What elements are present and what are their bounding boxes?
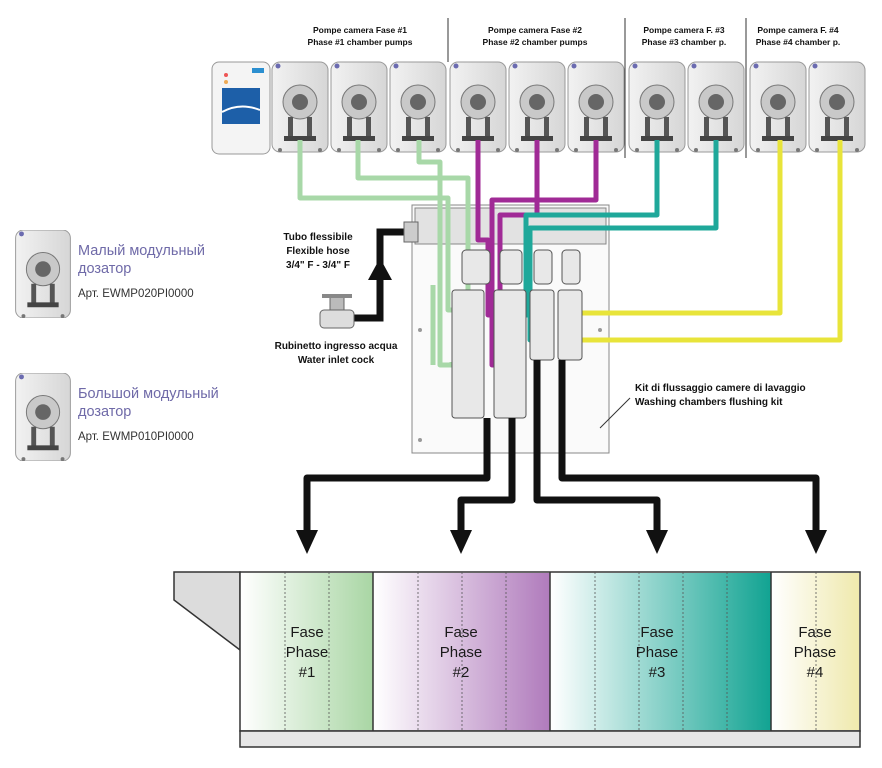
flush-output-lines	[303, 360, 820, 532]
phase1-chamber	[241, 573, 373, 730]
cock-label-it: Rubinetto ingresso acqua	[275, 341, 398, 352]
phase2-phase: Phase	[440, 644, 483, 661]
small-pump-article: Арт. EWMP020PI0000	[78, 288, 194, 300]
cock-label-en: Water inlet cock	[298, 355, 375, 366]
hose-phase1-a	[297, 140, 456, 313]
group2-label-en: Phase #2 chamber pumps	[483, 37, 588, 47]
group-dividers	[447, 18, 747, 158]
phase3-fase: Fase	[640, 624, 673, 641]
pump-2-icon	[330, 61, 388, 153]
group2-label-it: Pompe camera Fase #2	[488, 25, 582, 35]
pump-7-icon	[628, 61, 686, 153]
phase2-fase: Fase	[444, 624, 477, 641]
pump-4-icon	[449, 61, 507, 153]
phase3-number: #3	[649, 664, 666, 681]
pump-10-icon	[808, 61, 866, 153]
phase1-number: #1	[299, 664, 316, 681]
large-pump-name: Большой модульный дозатор	[78, 386, 219, 420]
pump-row	[271, 61, 866, 153]
phase4-phase: Phase	[794, 644, 837, 661]
pump-8-icon	[687, 61, 745, 153]
group3-label-it: Pompe camera F. #3	[643, 25, 725, 35]
hose-label-it: Tubo flessibile	[283, 232, 353, 243]
phase2-number: #2	[453, 664, 470, 681]
pump-3-icon	[389, 61, 447, 153]
water-inlet	[319, 221, 419, 329]
pump-1-icon	[271, 61, 329, 153]
group4-label-en: Phase #4 chamber p.	[756, 37, 841, 47]
phase4-number: #4	[807, 664, 824, 681]
group4-label-it: Pompe camera F. #4	[757, 25, 839, 35]
valve-manifold	[451, 249, 583, 419]
large-pump-article: Арт. EWMP010PI0000	[78, 431, 194, 443]
water-inlet-cock-icon	[319, 294, 355, 329]
hose-phase4-b	[570, 140, 843, 343]
pump-9-icon	[749, 61, 807, 153]
pump-5-icon	[508, 61, 566, 153]
group3-label-en: Phase #3 chamber p.	[642, 37, 727, 47]
controller-unit-icon	[211, 61, 271, 155]
pump-6-icon	[567, 61, 625, 153]
small-pump-name: Малый модульный дозатор	[78, 243, 205, 277]
phase4-fase: Fase	[798, 624, 831, 641]
hose-size: 3/4" F - 3/4" F	[286, 260, 350, 271]
phase1-phase: Phase	[286, 644, 329, 661]
flush-arrows	[296, 530, 827, 554]
phase3-phase: Phase	[636, 644, 679, 661]
hose-phase4-a	[570, 140, 783, 316]
phase2-chamber	[374, 573, 550, 730]
hose-label-en: Flexible hose	[286, 246, 350, 257]
phase4-chamber	[772, 573, 859, 730]
group1-label-it: Pompe camera Fase #1	[313, 25, 407, 35]
phase-labels: Fase Phase #1 Fase Phase #2 Fase Phase #…	[286, 624, 837, 681]
group-labels: Pompe camera Fase #1 Phase #1 chamber pu…	[308, 25, 841, 47]
small-pump-icon	[15, 230, 71, 318]
kit-label-it: Kit di flussaggio camere di lavaggio	[635, 383, 806, 394]
washing-machine	[173, 571, 861, 748]
kit-pointer	[599, 397, 631, 429]
group1-label-en: Phase #1 chamber pumps	[308, 37, 413, 47]
phase1-fase: Fase	[290, 624, 323, 641]
large-pump-icon	[15, 373, 71, 461]
phase3-chamber	[551, 573, 771, 730]
kit-label-en: Washing chambers flushing kit	[635, 397, 783, 408]
